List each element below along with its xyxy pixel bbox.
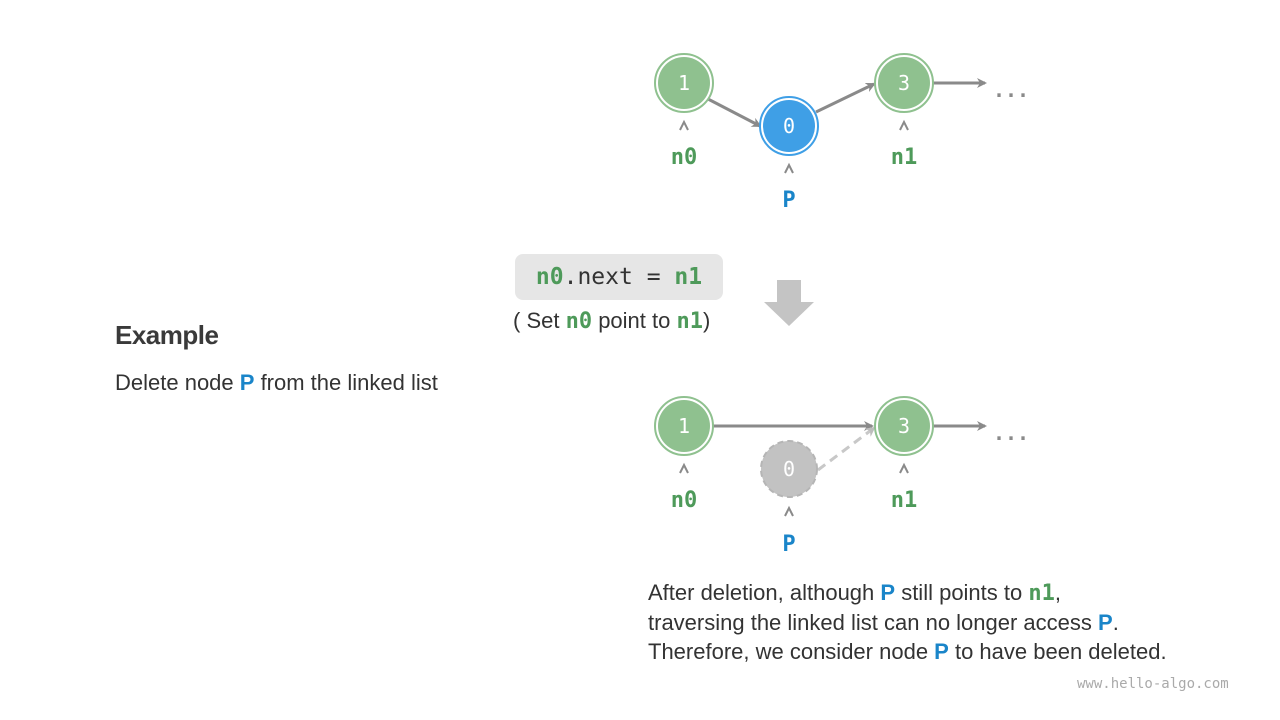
after-line-3: Therefore, we consider node P to have be… [648, 637, 1167, 666]
code-var: n0 [535, 264, 564, 290]
bottom-caret-n1-icon [899, 462, 909, 474]
bottom-node-1-value: 1 [678, 414, 690, 438]
desc-suffix: from the linked list [254, 370, 438, 395]
code-snippet: n0.next = n1 [515, 254, 723, 300]
after-l1-b: still points to [895, 580, 1029, 605]
top-label-p: P [782, 188, 795, 213]
code-mid: .next = [563, 264, 675, 290]
note-target: n1 [676, 309, 703, 334]
example-description: Delete node P from the linked list [115, 370, 438, 396]
top-caret-n1-icon [899, 119, 909, 131]
after-l2-p: P [1098, 610, 1113, 635]
bottom-label-p: P [782, 532, 795, 557]
bottom-caret-n0-icon [679, 462, 689, 474]
after-l3-a: Therefore, we consider node [648, 639, 935, 664]
after-l1-n1: n1 [1028, 581, 1055, 606]
code-target: n1 [674, 264, 703, 290]
after-l1-a: After deletion, although [648, 580, 881, 605]
top-node-p: 0 [759, 96, 819, 156]
after-deletion-text: After deletion, although P still points … [648, 578, 1167, 666]
note-close: ) [702, 308, 711, 333]
top-node-3: 3 [874, 53, 934, 113]
after-l1-p: P [880, 580, 896, 605]
after-line-2: traversing the linked list can no longer… [648, 608, 1167, 637]
after-l3-b: to have been deleted. [948, 639, 1167, 664]
bottom-label-n1: n1 [891, 488, 918, 513]
desc-prefix: Delete node [115, 370, 240, 395]
top-caret-n0-icon [679, 119, 689, 131]
bottom-label-n0: n0 [671, 488, 698, 513]
after-l2-a: traversing the linked list can no longer… [648, 610, 1099, 635]
note-var: n0 [565, 309, 593, 334]
after-line-1: After deletion, although P still points … [648, 578, 1167, 608]
after-l3-p: P [934, 639, 949, 664]
after-l1-c: , [1054, 580, 1061, 605]
bottom-node-p-deleted: 0 [760, 440, 818, 498]
top-node-p-value: 0 [783, 114, 795, 138]
code-note: ( Set n0 point to n1) [513, 308, 710, 334]
top-node-1-value: 1 [678, 71, 690, 95]
down-arrow-icon [764, 280, 814, 326]
bottom-node-3-value: 3 [898, 414, 910, 438]
bottom-node-1: 1 [654, 396, 714, 456]
top-node-3-value: 3 [898, 71, 910, 95]
bottom-list: 1 0 3 ... n0 P n1 [654, 396, 1029, 557]
top-edge-1-to-0 [707, 97, 762, 128]
bottom-ellipsis: ... [993, 421, 1029, 445]
top-ellipsis: ... [993, 78, 1029, 102]
bottom-caret-p-icon [784, 505, 794, 517]
bottom-node-p-value: 0 [783, 457, 795, 481]
after-l2-b: . [1112, 610, 1119, 635]
top-edge-0-to-3 [815, 82, 876, 114]
note-mid: point to [592, 308, 677, 333]
bottom-node-3: 3 [874, 396, 934, 456]
desc-p: P [239, 370, 255, 395]
top-label-n1: n1 [891, 145, 918, 170]
top-list: 1 0 3 ... n0 P n1 [654, 53, 1029, 213]
top-node-1: 1 [654, 53, 714, 113]
top-caret-p-icon [784, 162, 794, 174]
top-label-n0: n0 [671, 145, 698, 170]
example-heading: Example [115, 320, 219, 350]
note-open: ( Set [513, 308, 566, 333]
bottom-edge-p-to-3 [817, 426, 876, 472]
watermark: www.hello-algo.com [1077, 676, 1229, 692]
